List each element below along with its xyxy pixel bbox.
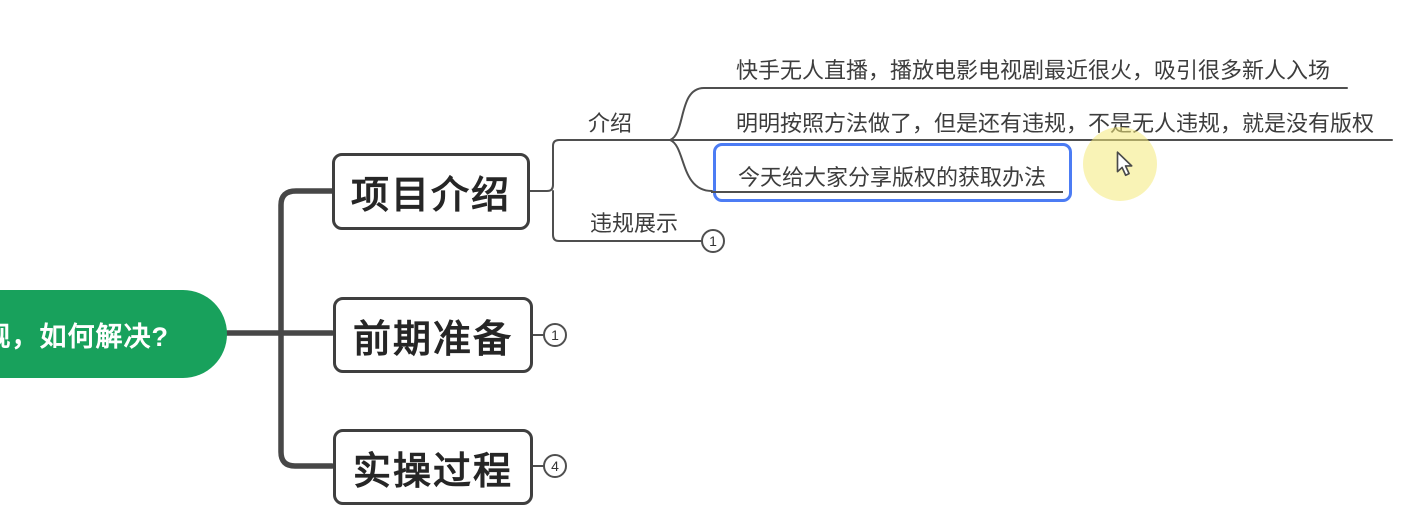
branch-to-leaf3: [669, 139, 713, 192]
collapse-badge-practice[interactable]: 4: [543, 454, 567, 478]
branch-to-leaf1: [669, 87, 1348, 141]
root-topic[interactable]: 规，如何解决?: [0, 290, 227, 378]
branch-to-intro: [529, 139, 671, 192]
branch-to-violation: [552, 190, 702, 242]
topic-preparation[interactable]: 前期准备: [333, 297, 533, 373]
leaf-topic-2[interactable]: 明明按照方法做了，但是还有违规，不是无人违规，就是没有版权: [736, 111, 1375, 136]
collapse-badge-preparation[interactable]: 1: [543, 323, 567, 347]
leaf-topic-3[interactable]: 今天给大家分享版权的获取办法: [738, 165, 1047, 190]
branch-trunk: [278, 188, 335, 469]
topic-project-intro[interactable]: 项目介绍: [332, 153, 530, 230]
subtopic-intro[interactable]: 介绍: [588, 111, 633, 136]
leaf-topic-1[interactable]: 快手无人直播，播放电影电视剧最近很火，吸引很多新人入场: [736, 58, 1331, 83]
subtopic-violation-display[interactable]: 违规展示: [590, 211, 679, 236]
leaf-topic-3-branchline: [711, 191, 1063, 193]
selected-leaf-topic[interactable]: 今天给大家分享版权的获取办法: [711, 143, 1072, 202]
collapse-badge-violation[interactable]: 1: [701, 229, 725, 253]
topic-practice[interactable]: 实操过程: [333, 429, 533, 505]
mouse-cursor-icon: [1116, 151, 1133, 177]
